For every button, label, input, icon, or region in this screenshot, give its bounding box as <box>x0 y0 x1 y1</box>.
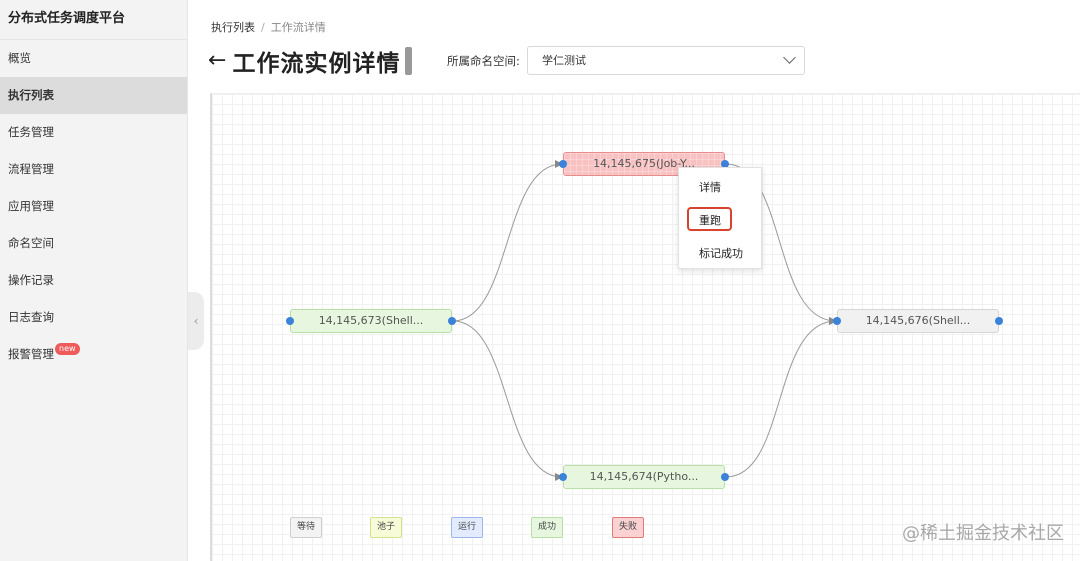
context-menu-item-rerun[interactable]: 重跑 <box>699 214 721 227</box>
sidebar-item-label: 命名空间 <box>8 236 54 250</box>
sidebar-item-alert-management[interactable]: 报警管理 new <box>0 336 187 373</box>
sidebar-collapse-handle[interactable]: ‹ <box>188 292 204 350</box>
text-cursor-indicator <box>405 47 413 75</box>
namespace-select-value: 学仁测试 <box>542 54 586 67</box>
watermark: @稀土掘金技术社区 <box>902 523 1064 544</box>
sidebar: 分布式任务调度平台 概览 执行列表 任务管理 流程管理 应用管理 命名空间 操作… <box>0 0 188 561</box>
sidebar-item-label: 概览 <box>8 51 31 65</box>
context-menu-item-detail[interactable]: 详情 <box>699 181 721 194</box>
sidebar-item-namespace[interactable]: 命名空间 <box>0 225 187 262</box>
sidebar-item-label: 日志查询 <box>8 310 54 324</box>
namespace-label: 所属命名空间: <box>447 54 520 68</box>
namespace-select[interactable]: 学仁测试 <box>527 46 805 75</box>
node-label: 14,145,673(Shell... <box>318 314 424 327</box>
workflow-canvas[interactable]: 14,145,673(Shell... 14,145,675(Job-Y... … <box>210 93 1080 561</box>
edge-673-674 <box>452 320 563 481</box>
page-header: 执行列表 / 工作流详情 ← 工作流实例详情 所属命名空间: 学仁测试 <box>188 0 1080 92</box>
node-label: 14,145,675(Job-Y... <box>593 157 695 170</box>
new-badge: new <box>55 343 80 355</box>
sidebar-item-label: 流程管理 <box>8 162 54 176</box>
node-input-port[interactable] <box>286 317 294 325</box>
node-output-port[interactable] <box>448 317 456 325</box>
sidebar-item-task-management[interactable]: 任务管理 <box>0 114 187 151</box>
breadcrumb-current: 工作流详情 <box>270 21 326 34</box>
sidebar-item-app-management[interactable]: 应用管理 <box>0 188 187 225</box>
legend-waiting: 等待 <box>290 517 323 538</box>
legend-failed: 失败 <box>612 517 645 538</box>
chevron-down-icon <box>783 51 796 64</box>
sidebar-item-label: 报警管理 <box>8 347 54 361</box>
title-row: ← 工作流实例详情 <box>208 44 413 78</box>
breadcrumb-link-execution-list[interactable]: 执行列表 <box>211 21 255 34</box>
workflow-node-673[interactable]: 14,145,673(Shell... <box>286 309 456 333</box>
edge-673-675 <box>452 160 563 322</box>
node-label: 14,145,676(Shell... <box>865 314 971 327</box>
sidebar-item-log-query[interactable]: 日志查询 <box>0 299 187 336</box>
sidebar-item-operation-log[interactable]: 操作记录 <box>0 262 187 299</box>
node-input-port[interactable] <box>559 473 567 481</box>
arrow-left-icon[interactable]: ← <box>208 48 227 73</box>
rerun-highlight-box <box>687 207 732 231</box>
sidebar-item-label: 执行列表 <box>8 88 54 102</box>
chevron-left-icon: ‹ <box>193 314 199 328</box>
context-menu-item-mark-success[interactable]: 标记成功 <box>699 247 743 260</box>
node-output-port[interactable] <box>721 473 729 481</box>
sidebar-menu: 概览 执行列表 任务管理 流程管理 应用管理 命名空间 操作记录 日志查询 报警… <box>0 40 187 373</box>
sidebar-item-label: 任务管理 <box>8 125 54 139</box>
workflow-node-674[interactable]: 14,145,674(Pytho... <box>559 465 729 489</box>
sidebar-item-label: 应用管理 <box>8 199 54 213</box>
legend-running: 运行 <box>451 517 484 538</box>
sidebar-item-overview[interactable]: 概览 <box>0 40 187 77</box>
brand-title: 分布式任务调度平台 <box>0 0 187 40</box>
sidebar-item-flow-management[interactable]: 流程管理 <box>0 151 187 188</box>
node-input-port[interactable] <box>833 317 841 325</box>
edge-674-676 <box>725 317 837 478</box>
workflow-node-676[interactable]: 14,145,676(Shell... <box>833 309 1003 333</box>
node-label: 14,145,674(Pytho... <box>589 470 699 483</box>
node-output-port[interactable] <box>721 160 729 168</box>
legend-success: 成功 <box>531 517 564 538</box>
sidebar-item-label: 操作记录 <box>8 273 54 287</box>
breadcrumb: 执行列表 / 工作流详情 <box>211 19 326 35</box>
node-input-port[interactable] <box>559 160 567 168</box>
sidebar-item-execution-list[interactable]: 执行列表 <box>0 77 187 114</box>
page-title: 工作流实例详情 <box>232 51 401 77</box>
node-output-port[interactable] <box>995 317 1003 325</box>
node-context-menu: 详情 重跑 标记成功 <box>678 167 762 269</box>
legend-pool: 池子 <box>370 517 403 538</box>
breadcrumb-separator: / <box>261 21 265 34</box>
